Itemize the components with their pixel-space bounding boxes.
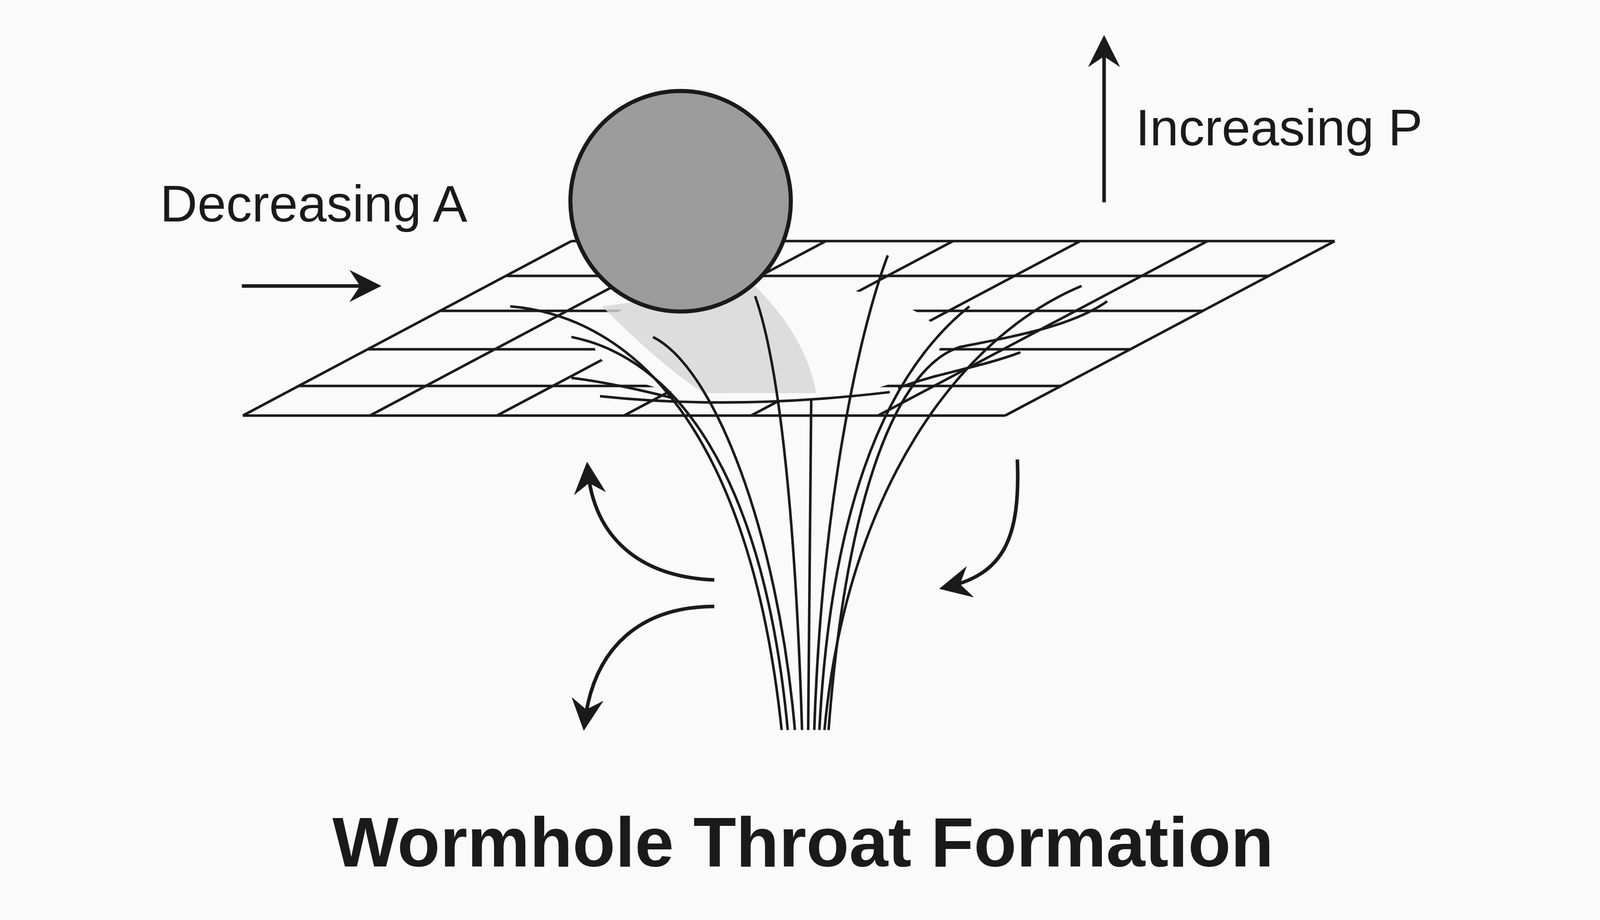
increasing-arrow	[1102, 42, 1107, 203]
curved-arrow	[587, 469, 714, 580]
curved-arrow	[584, 606, 715, 723]
flow-arrows	[241, 42, 1104, 723]
grid-line	[243, 240, 572, 416]
funnel-line	[828, 301, 1107, 730]
funnel-line	[653, 336, 796, 730]
funnel-line	[808, 398, 812, 730]
funnel-line	[571, 377, 674, 399]
funnel-line	[755, 296, 803, 730]
throat-rim	[600, 392, 890, 403]
sphere	[570, 90, 792, 312]
funnel-lines	[510, 255, 1107, 730]
spacetime-grid	[243, 240, 1335, 416]
axis-label: Increasing P	[1135, 98, 1423, 158]
funnel-line	[571, 336, 788, 730]
curved-arrow	[946, 459, 1018, 588]
diagram-title: Wormhole Throat Formation	[332, 801, 1274, 883]
funnel-line	[819, 306, 970, 730]
decreasing-arrow	[241, 284, 374, 288]
axis-label: Decreasing A	[160, 174, 468, 234]
funnel-line	[898, 352, 1021, 388]
grid-line	[1005, 240, 1335, 416]
